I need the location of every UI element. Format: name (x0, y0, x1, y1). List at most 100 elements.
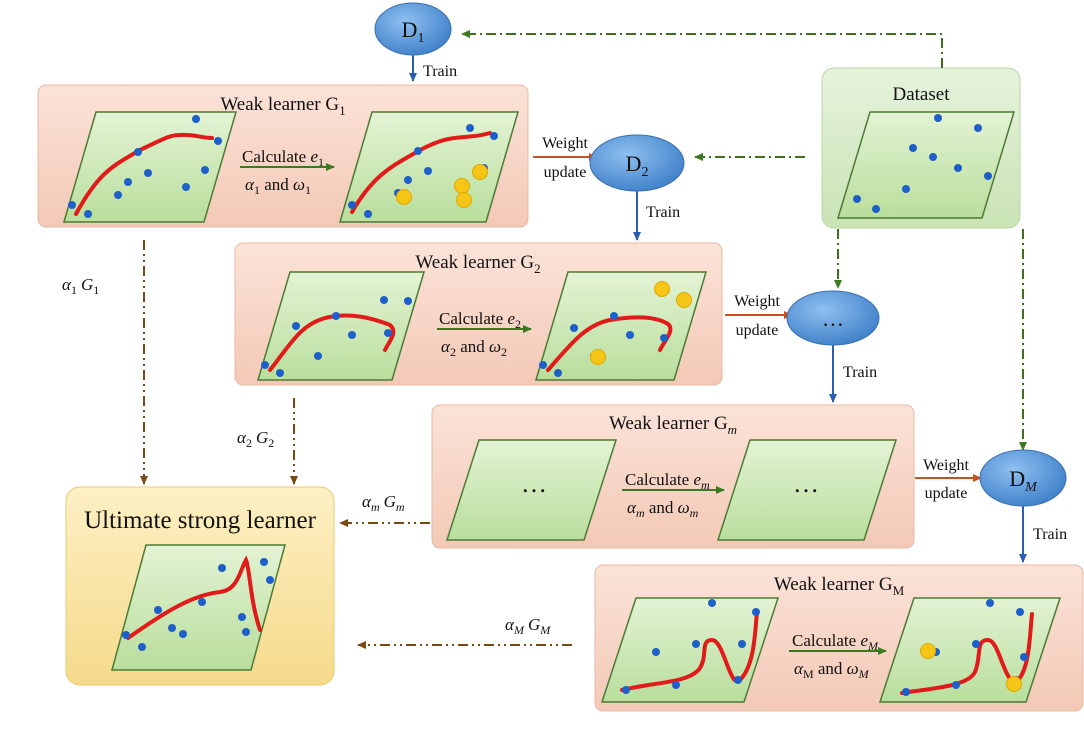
calc-2-e-sub: 2 (515, 317, 521, 331)
plane-learner-1-a (63, 111, 237, 223)
data-point-blue (626, 331, 634, 339)
data-point-blue (539, 361, 547, 369)
node-dM-base: D (1009, 466, 1025, 491)
data-point-blue (144, 169, 152, 177)
calc-1-e: e (310, 147, 318, 166)
calc-1-omega: ω (293, 175, 305, 194)
data-point-blue (68, 201, 76, 209)
data-point-blue (348, 331, 356, 339)
plane-learner-M-b (878, 597, 1062, 703)
curve-strong (126, 555, 262, 640)
coef-M-g-sub: M (539, 623, 551, 637)
data-point-blue (404, 176, 412, 184)
node-d2: D2 (589, 134, 685, 192)
calc-2-line2: α2 and ω2 (441, 337, 507, 359)
calc-M-alpha-sub: M (803, 667, 814, 681)
data-point-blue (218, 564, 226, 572)
learner-M-title-sub: M (893, 583, 905, 598)
calc-M-alpha: α (794, 659, 804, 678)
curve-learner-M-a (620, 610, 759, 692)
coef-1-alpha-sub: 1 (71, 283, 77, 297)
data-point-blue (348, 201, 356, 209)
learner-m-title-base: Weak learner G (609, 413, 728, 434)
data-point-blue (168, 624, 176, 632)
calc-M-e-sub: M (867, 639, 879, 653)
update-label-2: update (736, 322, 779, 339)
calc-2-omega-sub: 2 (501, 345, 507, 359)
learner-M-title-base: Weak learner G (774, 574, 893, 595)
curves (74, 131, 1034, 695)
coef-1-g-sub: 1 (93, 283, 99, 297)
data-point-blue (929, 153, 937, 161)
node-d1-sub: 1 (417, 31, 424, 46)
calc-1-alpha: α (245, 175, 255, 194)
update-label-m: update (925, 485, 968, 502)
calc-2-omega: ω (489, 337, 501, 356)
update-label-1: update (544, 164, 587, 181)
calc-M-omega-sub: M (858, 667, 870, 681)
node-d1: D1 (374, 2, 452, 56)
data-point-blue (934, 114, 942, 122)
data-point-blue (752, 608, 760, 616)
curve-learner-2-a (268, 313, 396, 372)
calc-2-prefix: Calculate (439, 309, 507, 328)
calc-2-e: e (507, 309, 515, 328)
data-point-blue (424, 167, 432, 175)
calc-M-line1: Calculate eM (792, 631, 879, 653)
calc-m-e: e (693, 470, 701, 489)
data-point-blue (238, 613, 246, 621)
data-point-blue (182, 183, 190, 191)
calc-2-alpha: α (441, 337, 451, 356)
data-point-blue (738, 640, 746, 648)
text-labels: Train Train Train Train Weight update We… (62, 63, 1067, 681)
calc-M-e: e (860, 631, 868, 650)
arrows (140, 30, 1027, 655)
data-point-weighted (1006, 676, 1022, 692)
data-point-blue (986, 599, 994, 607)
coef-M-alpha-sub: M (513, 623, 525, 637)
data-point-blue (266, 576, 274, 584)
data-point-blue (490, 132, 498, 140)
plane-dataset (836, 111, 1016, 219)
data-point-blue (124, 178, 132, 186)
data-point-weighted (920, 643, 936, 659)
data-point-blue (122, 631, 130, 639)
data-point-blue (622, 686, 630, 694)
strong-learner-title: Ultimate strong learner (84, 507, 317, 534)
calc-M-omega: ω (847, 659, 859, 678)
train-label-3: Train (843, 364, 877, 381)
coef-2-alpha-sub: 2 (246, 436, 252, 450)
coef-1-alpha: α (62, 275, 72, 294)
data-point-blue (652, 648, 660, 656)
data-point-blue (261, 361, 269, 369)
plane-strong (111, 544, 286, 671)
calc-m-omega: ω (678, 498, 690, 517)
coef-m-alpha-sub: m (371, 500, 380, 514)
data-point-blue (332, 312, 340, 320)
weight-label-2: Weight (734, 293, 780, 310)
train-label-1: Train (423, 63, 457, 80)
data-point-blue (734, 676, 742, 684)
data-point-weighted (654, 281, 670, 297)
data-point-blue (384, 329, 392, 337)
calc-1-prefix: Calculate (242, 147, 310, 166)
data-point-blue (610, 312, 618, 320)
coef-2-g: G (256, 428, 268, 447)
learner-1-title-base: Weak learner G (220, 94, 339, 115)
data-point-blue (909, 144, 917, 152)
data-point-blue (554, 369, 562, 377)
calc-1-omega-sub: 1 (305, 183, 311, 197)
calc-1-and: and (260, 175, 293, 194)
data-point-blue (242, 628, 250, 636)
data-point-blue (972, 640, 980, 648)
learner-2-title: Weak learner G2 (415, 252, 540, 276)
svg-text:D2: D2 (626, 151, 649, 180)
data-point-weighted (590, 349, 606, 365)
calc-1-line1: Calculate e1 (242, 147, 324, 169)
plane-learner-m-a (445, 439, 618, 541)
data-point-blue (192, 115, 200, 123)
node-d1-base: D (402, 17, 418, 42)
node-dM: DM (979, 449, 1067, 507)
